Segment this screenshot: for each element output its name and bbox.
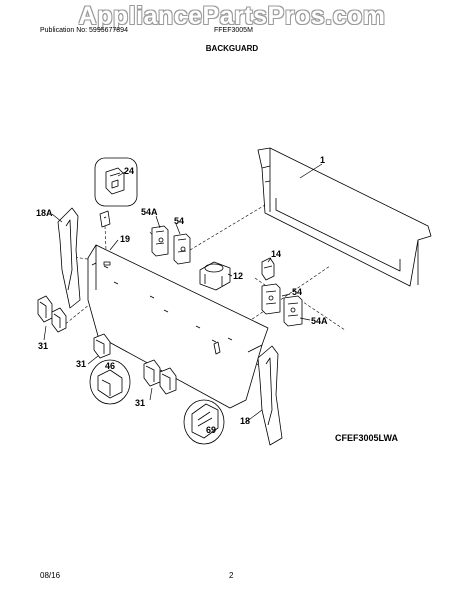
oven-selector-detail-part [183,341,225,445]
callout-69: 69 [206,425,216,435]
publication-number: Publication No: 5995677894 [40,27,128,34]
callout-31-bottom: 31 [135,398,145,408]
infinite-switch-right-part [261,283,303,327]
callout-19: 19 [120,234,130,244]
knob-middle-part [93,333,111,359]
callout-54-top: 54 [174,216,184,226]
footer-date: 08/16 [40,571,61,580]
callout-14: 14 [271,249,281,259]
page-number: 2 [229,571,234,580]
callout-46: 46 [105,361,115,371]
clock-timer-part [199,261,231,291]
callout-31-left: 31 [38,341,48,351]
callout-18a: 18A [36,208,53,218]
end-cap-left-part [57,207,81,309]
knob-left-part [37,295,67,333]
callout-31-middle: 31 [76,359,86,369]
infinite-switch-upper-part [151,225,191,265]
indicator-light-part [261,257,275,281]
callout-18: 18 [240,416,250,426]
callout-54a-right: 54A [311,316,328,326]
callout-24: 24 [124,166,134,176]
watermark: AppliancePartsPros.com [78,2,386,30]
switch-part [94,157,138,228]
model-code: CFEF3005LWA [335,433,399,443]
knob-detail-part [89,359,131,405]
control-panel-part [87,244,269,409]
section-title: BACKGUARD [205,44,259,53]
knob-bottom-part [143,359,177,395]
model-number: FFEF3005M [214,27,253,34]
callout-54-right: 54 [292,287,302,297]
callout-1: 1 [320,155,325,165]
backguard-panel-part [257,147,432,287]
callout-12: 12 [233,271,243,281]
end-cap-right-part [257,345,283,446]
callout-54a-top: 54A [141,207,158,217]
